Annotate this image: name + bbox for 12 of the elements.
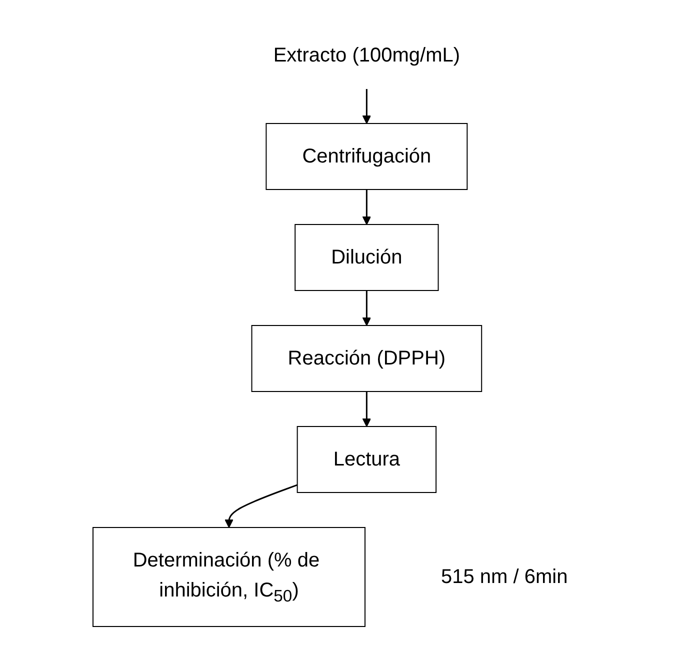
node-label: 515 nm / 6min <box>441 566 568 588</box>
node-box: Centrifugación <box>266 123 468 190</box>
arrow <box>362 190 372 225</box>
arrow <box>362 392 372 427</box>
arrow <box>362 88 372 124</box>
node-box: Dilución <box>294 224 439 291</box>
node-box: Lectura <box>296 426 437 493</box>
node-box: Reacción (DPPH) <box>251 325 482 392</box>
node-box: Determinación (% de inhibición, IC$_{50}$) <box>92 527 366 627</box>
node-text: Extracto (100mg/mL) <box>273 44 460 66</box>
arrow <box>362 290 372 326</box>
arrow <box>224 484 298 528</box>
